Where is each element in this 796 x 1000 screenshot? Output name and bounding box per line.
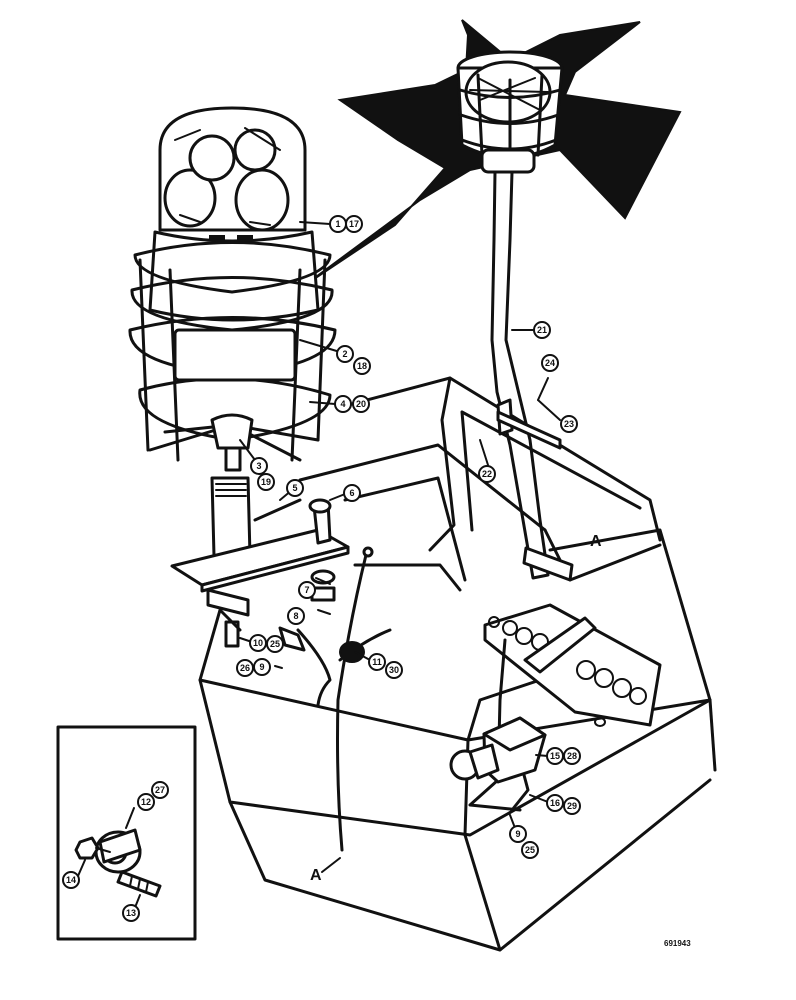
svg-text:10: 10	[253, 638, 263, 648]
callout-29: 29	[563, 797, 581, 815]
svg-text:28: 28	[567, 751, 577, 761]
svg-text:1: 1	[335, 219, 340, 229]
svg-text:24: 24	[545, 358, 555, 368]
svg-text:22: 22	[482, 469, 492, 479]
callout-27: 27	[151, 781, 169, 799]
callout-21: 21	[533, 321, 551, 339]
callout-8: 8	[287, 607, 305, 625]
svg-text:6: 6	[349, 488, 354, 498]
callout-13: 13	[122, 904, 140, 922]
callout-6: 6	[343, 484, 361, 502]
svg-text:9: 9	[515, 829, 520, 839]
callout-3: 3	[250, 457, 268, 475]
callout-4: 4	[334, 395, 352, 413]
callout-10: 10	[249, 634, 267, 652]
beacon-assembly	[128, 106, 350, 648]
callout-14: 14	[62, 871, 80, 889]
svg-text:7: 7	[304, 585, 309, 595]
section-mark-bottom: A	[310, 867, 322, 884]
svg-text:12: 12	[141, 797, 151, 807]
svg-text:16: 16	[550, 798, 560, 808]
callout-15: 15	[546, 747, 564, 765]
svg-text:2: 2	[342, 349, 347, 359]
callout-26: 26	[236, 659, 254, 677]
svg-text:25: 25	[270, 639, 280, 649]
svg-text:5: 5	[292, 483, 297, 493]
svg-text:8: 8	[293, 611, 298, 621]
callout-30: 30	[385, 661, 403, 679]
svg-text:11: 11	[372, 657, 382, 667]
svg-text:9: 9	[259, 662, 264, 672]
svg-text:27: 27	[155, 785, 165, 795]
callout-1: 1	[329, 215, 347, 233]
svg-text:30: 30	[389, 665, 399, 675]
callout-5: 5	[286, 479, 304, 497]
beacon-dome	[158, 106, 307, 245]
section-mark-top: A	[590, 533, 602, 550]
svg-text:25: 25	[525, 845, 535, 855]
switch-panel	[483, 603, 662, 727]
callout-25-lower: 25	[521, 841, 539, 859]
callout-7: 7	[298, 581, 316, 599]
callout-12: 12	[137, 793, 155, 811]
callout-16: 16	[546, 794, 564, 812]
drawing-code: 691943	[664, 939, 691, 948]
callout-23: 23	[560, 415, 578, 433]
callout-9-left: 9	[253, 658, 271, 676]
callout-19: 19	[257, 473, 275, 491]
callout-18: 18	[353, 357, 371, 375]
cab-body	[198, 376, 717, 952]
floodlight-mast	[490, 170, 550, 580]
svg-text:15: 15	[550, 751, 560, 761]
svg-text:26: 26	[240, 663, 250, 673]
clip-nut	[74, 836, 100, 860]
svg-text:21: 21	[537, 325, 547, 335]
floodlight-head	[456, 50, 564, 174]
callout-17: 17	[345, 215, 363, 233]
svg-text:29: 29	[567, 801, 577, 811]
svg-text:20: 20	[356, 399, 366, 409]
callout-9-right: 9	[509, 825, 527, 843]
callout-20: 20	[352, 395, 370, 413]
callout-24: 24	[541, 354, 559, 372]
toggle-switch	[449, 716, 547, 784]
callout-11: 11	[368, 653, 386, 671]
beacon-guard	[128, 241, 337, 462]
wiring	[278, 546, 530, 852]
svg-text:13: 13	[126, 908, 136, 918]
callout-22: 22	[478, 465, 496, 483]
svg-text:18: 18	[357, 361, 367, 371]
callout-2: 2	[336, 345, 354, 363]
beacon-base	[148, 230, 320, 322]
floodlight-assembly	[304, 19, 682, 580]
svg-text:17: 17	[349, 219, 359, 229]
svg-text:4: 4	[340, 399, 345, 409]
svg-text:23: 23	[564, 419, 574, 429]
callout-28: 28	[563, 747, 581, 765]
svg-text:3: 3	[256, 461, 261, 471]
svg-text:14: 14	[66, 875, 76, 885]
mast-bracket	[522, 546, 574, 582]
detail-inset	[56, 725, 197, 941]
callout-25-upper: 25	[266, 635, 284, 653]
beacon-post	[210, 413, 254, 472]
svg-text:19: 19	[261, 477, 271, 487]
